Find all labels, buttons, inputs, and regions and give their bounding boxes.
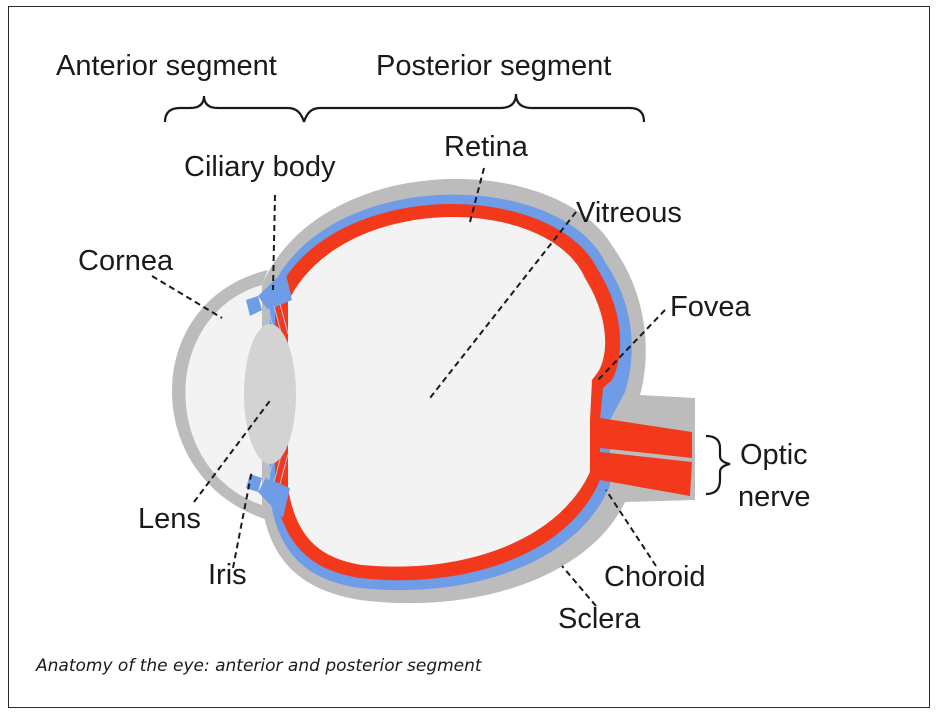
posterior-brace: [304, 94, 644, 122]
retina-label: Retina: [444, 131, 529, 163]
figure-caption: Anatomy of the eye: anterior and posteri…: [36, 656, 482, 676]
anterior-brace: [165, 96, 304, 122]
optic-nerve-brace: [706, 436, 730, 494]
choroid-label: Choroid: [604, 561, 706, 593]
vitreous-label: Vitreous: [576, 197, 682, 229]
lens-shape: [244, 324, 296, 464]
cornea-label: Cornea: [78, 245, 174, 277]
optic-nerve-label-line1: Optic: [740, 439, 808, 471]
ciliary-body-label: Ciliary body: [184, 151, 336, 183]
posterior-segment-label: Posterior segment: [376, 50, 611, 82]
iris-label: Iris: [208, 559, 247, 591]
sclera-leader: [562, 566, 596, 606]
fovea-label: Fovea: [670, 291, 751, 323]
optic-nerve-label-line2: nerve: [738, 481, 811, 513]
sclera-label: Sclera: [558, 603, 641, 635]
anterior-segment-label: Anterior segment: [56, 50, 277, 82]
lens-label: Lens: [138, 503, 201, 535]
vitreous-shape: [288, 217, 605, 567]
